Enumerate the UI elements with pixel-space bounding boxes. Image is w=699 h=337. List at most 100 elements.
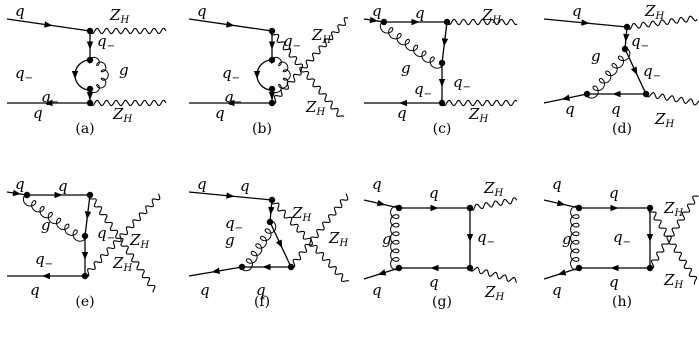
arrow-head (557, 269, 567, 276)
label-quark: q (552, 175, 562, 193)
boson-line (290, 193, 349, 268)
label-boson: ZH (481, 6, 501, 26)
label-quark: q (372, 281, 382, 299)
boson-line (84, 193, 161, 277)
gluon-line (241, 220, 277, 272)
label-boson: ZH (305, 98, 325, 118)
label-quark: q (565, 100, 575, 118)
boson-line (469, 197, 518, 211)
label-quark: q (415, 4, 425, 22)
gluon-line (22, 194, 87, 242)
boson-line (648, 207, 698, 285)
label-subscript: − (623, 237, 631, 248)
label-boson: ZH (109, 6, 129, 26)
label-exotic-quark: q− (414, 80, 432, 100)
label-exotic-quark: q− (453, 73, 471, 93)
arrow-head (54, 191, 63, 199)
caption-c: (c) (433, 121, 452, 137)
label-boson: ZH (468, 105, 488, 125)
arrow-head (86, 92, 94, 100)
caption-g: (g) (432, 294, 452, 310)
label-quark: q (609, 273, 619, 291)
label-quark: q (429, 273, 439, 291)
arrow-head (12, 189, 21, 197)
label-quark: q (372, 2, 382, 20)
arrow-head (623, 33, 630, 42)
label-boson: ZH (112, 105, 132, 125)
arrow-head (262, 263, 271, 271)
caption-d: (d) (612, 121, 632, 137)
label-gluon: g (225, 231, 235, 249)
arrow-head (377, 269, 387, 276)
label-quark: q (197, 2, 207, 20)
label-subscript: H (673, 208, 683, 219)
label-quark: q (15, 175, 25, 193)
label-subscript: H (321, 35, 331, 46)
label-boson: ZH (484, 283, 504, 303)
label-subscript: H (664, 119, 674, 130)
label-subscript: H (139, 240, 149, 251)
arrow-head (630, 66, 638, 76)
arrow-head (84, 211, 92, 220)
label-gluon: g (401, 59, 411, 77)
label-quark: q (215, 104, 225, 122)
label-boson: ZH (663, 199, 683, 219)
arrow-head (268, 41, 276, 50)
label-subscript: − (424, 89, 432, 100)
label-exotic-quark: q− (224, 88, 242, 108)
arrow-head (275, 239, 283, 249)
label-gluon: g (41, 216, 51, 234)
label-subscript: − (463, 82, 471, 93)
caption-a: (a) (75, 121, 94, 137)
fermion-arc (74, 59, 91, 91)
label-boson: ZH (644, 2, 664, 22)
label-subscript: − (293, 41, 301, 52)
label-quark: q (256, 281, 266, 299)
label-subscript: H (491, 15, 501, 26)
boson-line (626, 15, 698, 30)
arrow-head (610, 264, 619, 272)
boson-line (88, 194, 156, 293)
label-subscript: − (487, 237, 495, 248)
gluon-line (390, 205, 400, 271)
label-boson: ZH (129, 231, 149, 251)
arrow-head (430, 204, 439, 212)
label-quark: q (429, 184, 439, 202)
label-boson: ZH (328, 229, 348, 249)
label-quark: q (609, 184, 619, 202)
arrow-head (612, 90, 621, 98)
arrow-head (441, 38, 449, 47)
label-subscript: H (122, 114, 132, 125)
boson-line (446, 18, 518, 26)
arrow-head (466, 234, 474, 242)
boson-line (270, 199, 350, 282)
label-subscript: H (338, 238, 348, 249)
boson-line (89, 99, 167, 107)
arrow-head (81, 252, 89, 260)
label-quark: q (611, 100, 621, 118)
arrow-head (268, 206, 275, 215)
label-subscript: H (478, 114, 488, 125)
arrow-head (369, 16, 378, 24)
arrow-head (376, 199, 386, 207)
label-quark: q (240, 177, 250, 195)
label-exotic-quark: q− (35, 250, 53, 270)
label-subscript: − (107, 233, 115, 244)
arrow-head (561, 94, 571, 101)
label-quark: q (197, 175, 207, 193)
label-quark: q (58, 177, 68, 195)
label-gluon: g (562, 230, 572, 248)
label-boson: ZH (654, 110, 674, 130)
label-quark: q (552, 281, 562, 299)
label-exotic-quark: q− (41, 88, 59, 108)
boson-line (441, 99, 518, 107)
label-gluon: g (591, 47, 601, 65)
label-subscript: H (654, 11, 664, 22)
label-subscript: H (122, 263, 132, 274)
gluon-line (586, 48, 631, 99)
arrow-head (226, 21, 235, 28)
arrow-head (71, 71, 79, 79)
boson-line (645, 92, 699, 106)
label-subscript: H (494, 292, 504, 303)
